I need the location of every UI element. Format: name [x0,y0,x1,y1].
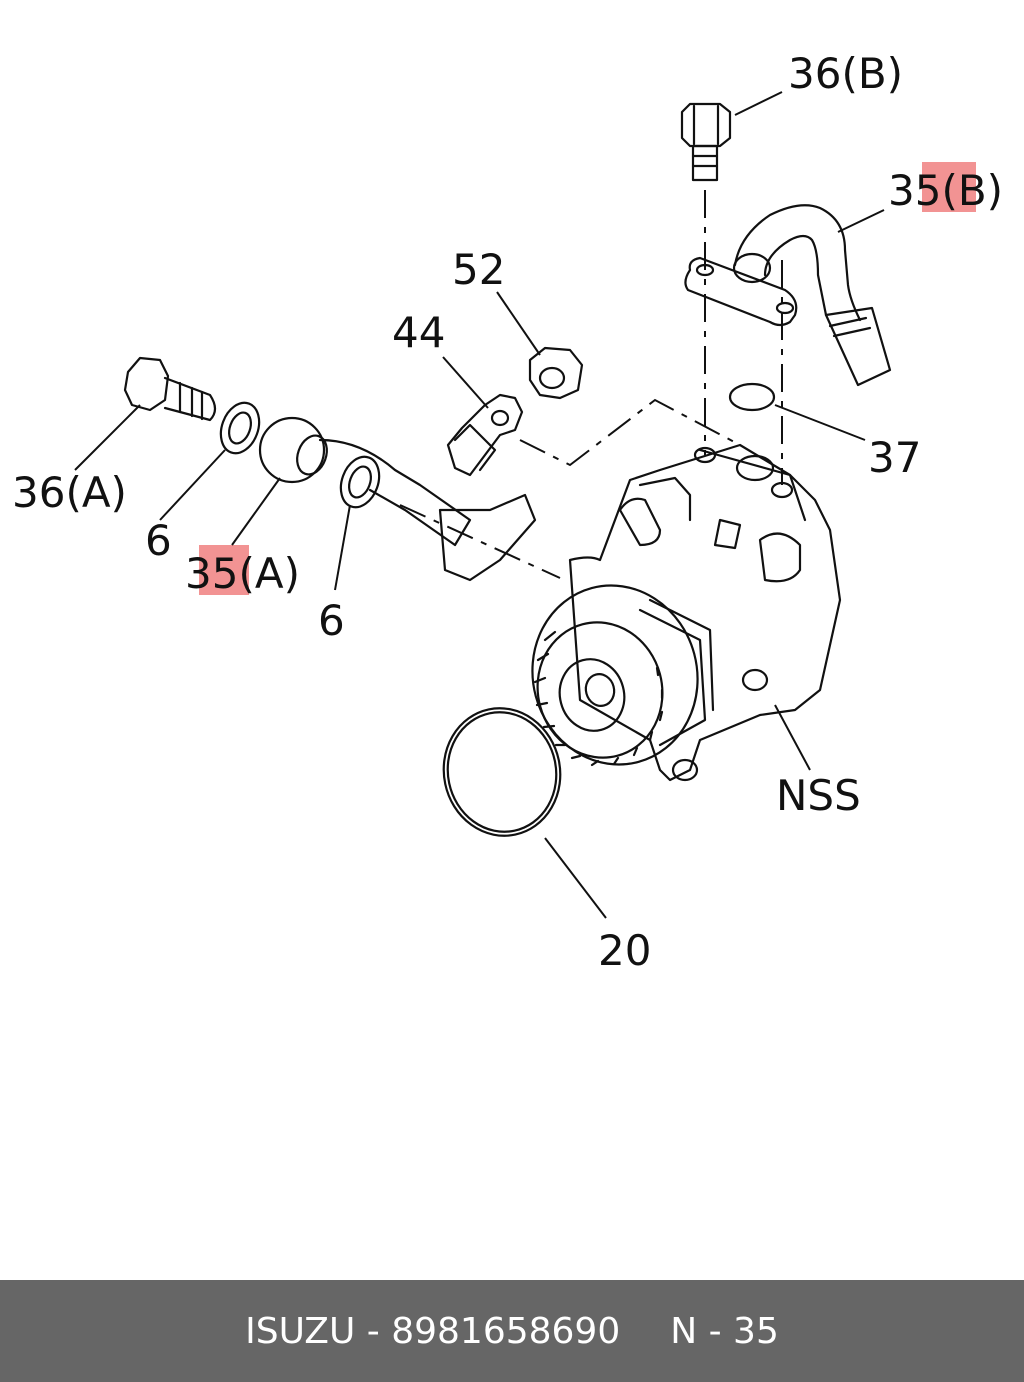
highlight-35a [199,545,249,595]
oring-20-part [442,707,562,837]
hose-35a-part [258,416,537,582]
callout-6a: 6 [145,516,172,565]
footer-page-ref: N - 35 [670,1310,779,1352]
leader-lines [74,91,885,919]
callout-6b: 6 [318,596,345,645]
oring-20-inner [446,711,558,833]
callout-37: 37 [868,433,921,482]
footer-part-number: ISUZU - 8981658690 [245,1310,621,1352]
bolt-36a-part [123,356,217,422]
clamp-44-part [446,393,524,477]
washer-6b-part [339,455,381,509]
callout-44: 44 [392,308,445,357]
highlight-35b [922,162,976,212]
callout-52: 52 [452,245,505,294]
callout-35a: 35(A) [185,549,300,598]
parts-diagram: 36(B) 35(B) 52 44 37 36(A) 6 35(A) 6 NSS… [12,49,1003,975]
assembly-lines [399,190,783,579]
bolt-36b-part [680,102,732,182]
pump-body-part [531,443,842,782]
callout-36b: 36(B) [788,49,903,98]
callout-20: 20 [598,926,651,975]
callout-35b: 35(B) [888,166,1003,215]
footer-bar: ISUZU - 8981658690 N - 35 [0,1280,1024,1382]
hose-35b-part [684,204,892,387]
callout-nss: NSS [776,771,861,820]
callout-36a: 36(A) [12,468,127,517]
oring-37-part [728,382,776,412]
nut-52-part [528,346,584,400]
washer-6a-part [219,401,261,455]
